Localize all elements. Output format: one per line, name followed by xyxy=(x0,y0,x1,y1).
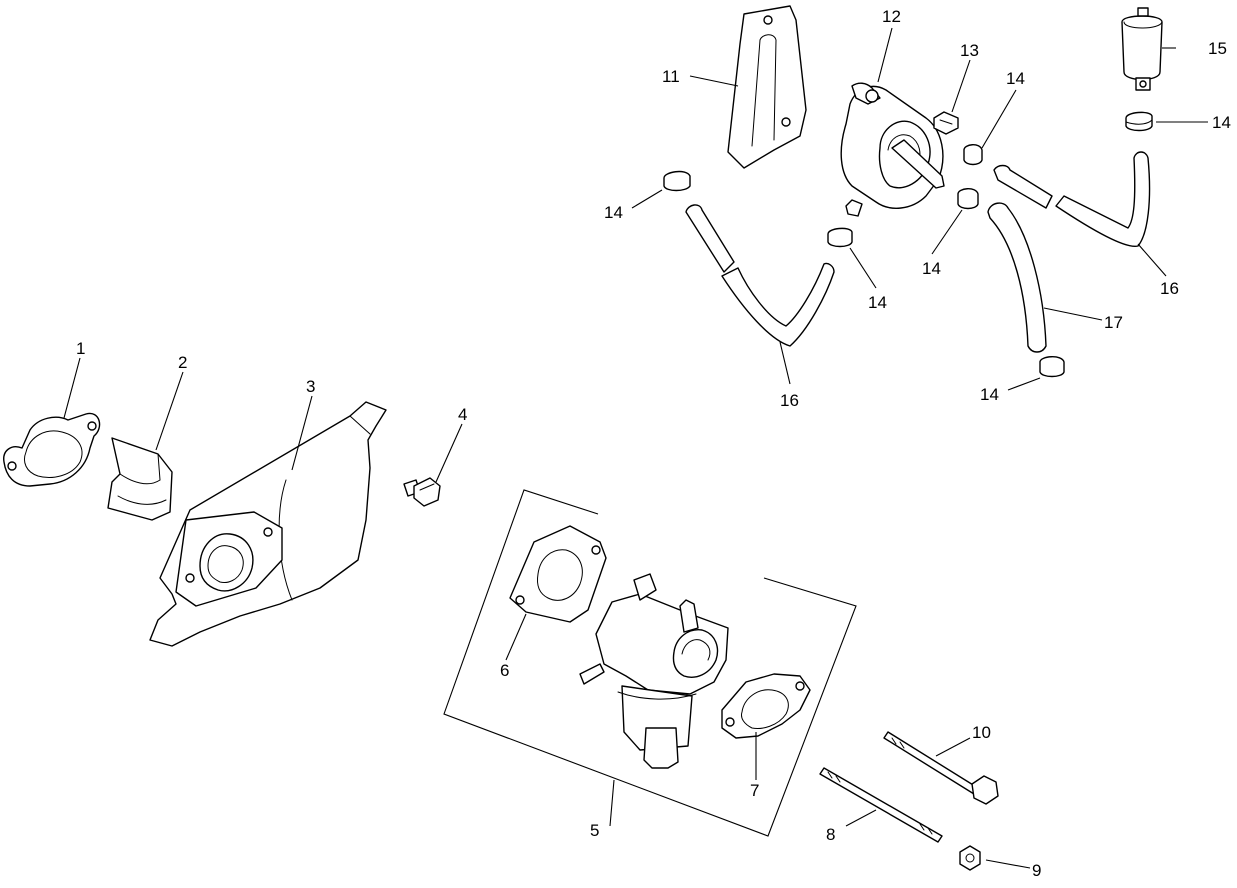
part-14-clamp-lower-right xyxy=(957,188,979,210)
part-16-hose-left xyxy=(685,204,835,347)
callout-14-left: 14 xyxy=(604,203,623,222)
callout-16-left: 16 xyxy=(780,391,799,410)
callout-14-lower: 14 xyxy=(922,259,941,278)
part-14-clamp-pump-right xyxy=(963,144,983,166)
callout-2: 2 xyxy=(178,353,187,372)
callout-1: 1 xyxy=(76,339,85,358)
part-3-air-duct xyxy=(149,401,387,647)
part-14-clamp-left xyxy=(663,170,691,192)
callout-17: 17 xyxy=(1104,313,1123,332)
callout-11: 11 xyxy=(662,67,680,86)
callout-6: 6 xyxy=(500,661,509,680)
callout-5: 5 xyxy=(590,821,599,840)
callout-14-mid: 14 xyxy=(868,293,887,312)
callout-9: 9 xyxy=(1032,861,1041,880)
part-14-clamp-top-right xyxy=(1125,111,1153,132)
leader-lines xyxy=(63,27,1208,869)
part-13-screw xyxy=(933,111,959,135)
part-9-nut xyxy=(959,845,981,871)
part-12-fuel-pump xyxy=(840,82,945,217)
part-16-hose-right xyxy=(993,151,1151,248)
callout-7: 7 xyxy=(750,781,759,800)
part-14-clamp-mid xyxy=(827,227,853,248)
callout-14-pump: 14 xyxy=(1006,69,1025,88)
carburetor-kit-outline xyxy=(443,489,857,837)
callout-4: 4 xyxy=(458,405,467,424)
callout-labels: 1 2 3 4 5 6 7 8 9 10 11 12 13 14 14 14 1… xyxy=(76,7,1231,880)
part-4-bolt xyxy=(403,477,441,507)
part-1-gasket xyxy=(3,412,101,487)
part-7-gasket xyxy=(721,673,811,739)
callout-13: 13 xyxy=(960,41,979,60)
callout-14-filter: 14 xyxy=(1212,113,1231,132)
callout-15: 15 xyxy=(1208,39,1227,58)
part-8-stud xyxy=(819,767,943,843)
part-6-gasket xyxy=(509,525,607,623)
callout-14-bottom: 14 xyxy=(980,385,999,404)
callout-10: 10 xyxy=(972,723,991,742)
callout-12: 12 xyxy=(882,7,901,26)
callout-8: 8 xyxy=(826,825,835,844)
part-2-bracket xyxy=(107,437,173,521)
part-14-clamp-bottom-right xyxy=(1039,356,1065,378)
part-10-bolt xyxy=(883,731,999,805)
part-17-hose xyxy=(987,202,1047,353)
part-15-fuel-filter xyxy=(1121,7,1163,91)
part-11-bracket xyxy=(727,5,807,169)
callout-16-right: 16 xyxy=(1160,279,1179,298)
callout-3: 3 xyxy=(306,377,315,396)
carburetor-body xyxy=(579,573,729,769)
